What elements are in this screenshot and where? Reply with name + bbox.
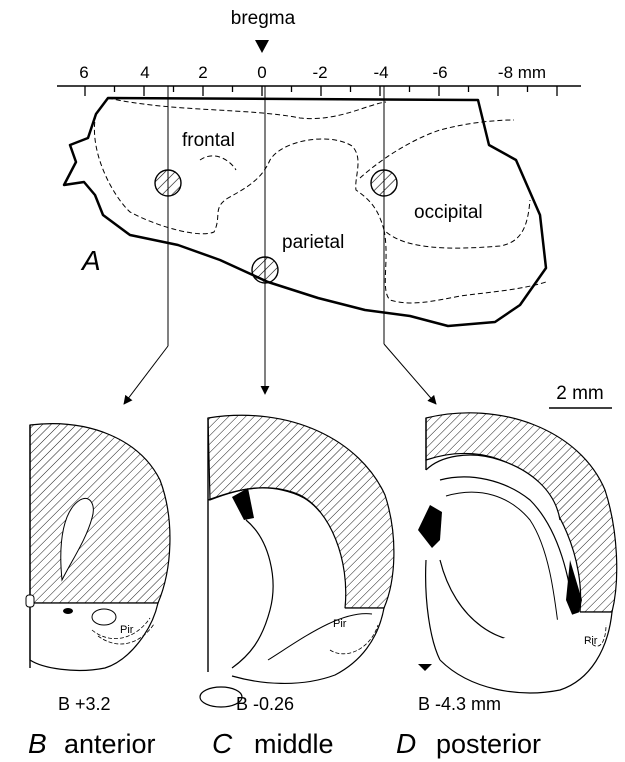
tick-label-6: 6 — [79, 63, 88, 82]
arrow-to-b — [124, 346, 168, 404]
region-label-frontal: frontal — [182, 130, 235, 151]
region-label-occipital: occipital — [414, 202, 483, 223]
section-d-pir-label: Pir — [584, 635, 598, 647]
panel-label-a: A — [80, 245, 101, 276]
bregma-label: bregma — [231, 8, 296, 29]
recording-sites — [155, 170, 397, 283]
tick-label-4: 4 — [140, 63, 149, 82]
section-b-anterior: Pir — [26, 424, 170, 671]
caption-b: B +3.2 — [58, 694, 111, 714]
section-d-posterior: Pir — [418, 413, 617, 693]
panel-label-c: C — [212, 728, 233, 759]
section-c-middle: Pir — [200, 415, 394, 707]
projection-lines — [124, 86, 436, 404]
tick-label-0: 0 — [257, 63, 266, 82]
tick-label-2: 2 — [198, 63, 207, 82]
panel-word-middle: middle — [254, 729, 334, 759]
tick-label-minus4: -4 — [373, 63, 388, 82]
region-label-parietal: parietal — [282, 232, 344, 253]
scale-bar-label: 2 mm — [556, 383, 604, 404]
caption-d: B -4.3 mm — [418, 694, 501, 714]
panel-label-b: B — [28, 728, 47, 759]
section-b-pir-label: Pir — [120, 624, 134, 636]
panel-word-anterior: anterior — [64, 729, 156, 759]
tick-label-minus2: -2 — [312, 63, 327, 82]
scale-tick-labels: 6 4 2 0 -2 -4 -6 -8 mm — [79, 63, 546, 82]
bregma-marker — [255, 40, 269, 53]
section-c-pir-label: Pir — [333, 618, 347, 630]
scale-ruler — [57, 86, 581, 96]
tick-label-minus8: -8 mm — [498, 63, 546, 82]
region-boundaries — [94, 98, 546, 303]
panel-word-posterior: posterior — [436, 729, 541, 759]
panel-label-d: D — [396, 728, 416, 759]
tick-label-minus6: -6 — [432, 63, 447, 82]
caption-c: B -0.26 — [236, 694, 294, 714]
arrow-to-d — [384, 344, 436, 404]
